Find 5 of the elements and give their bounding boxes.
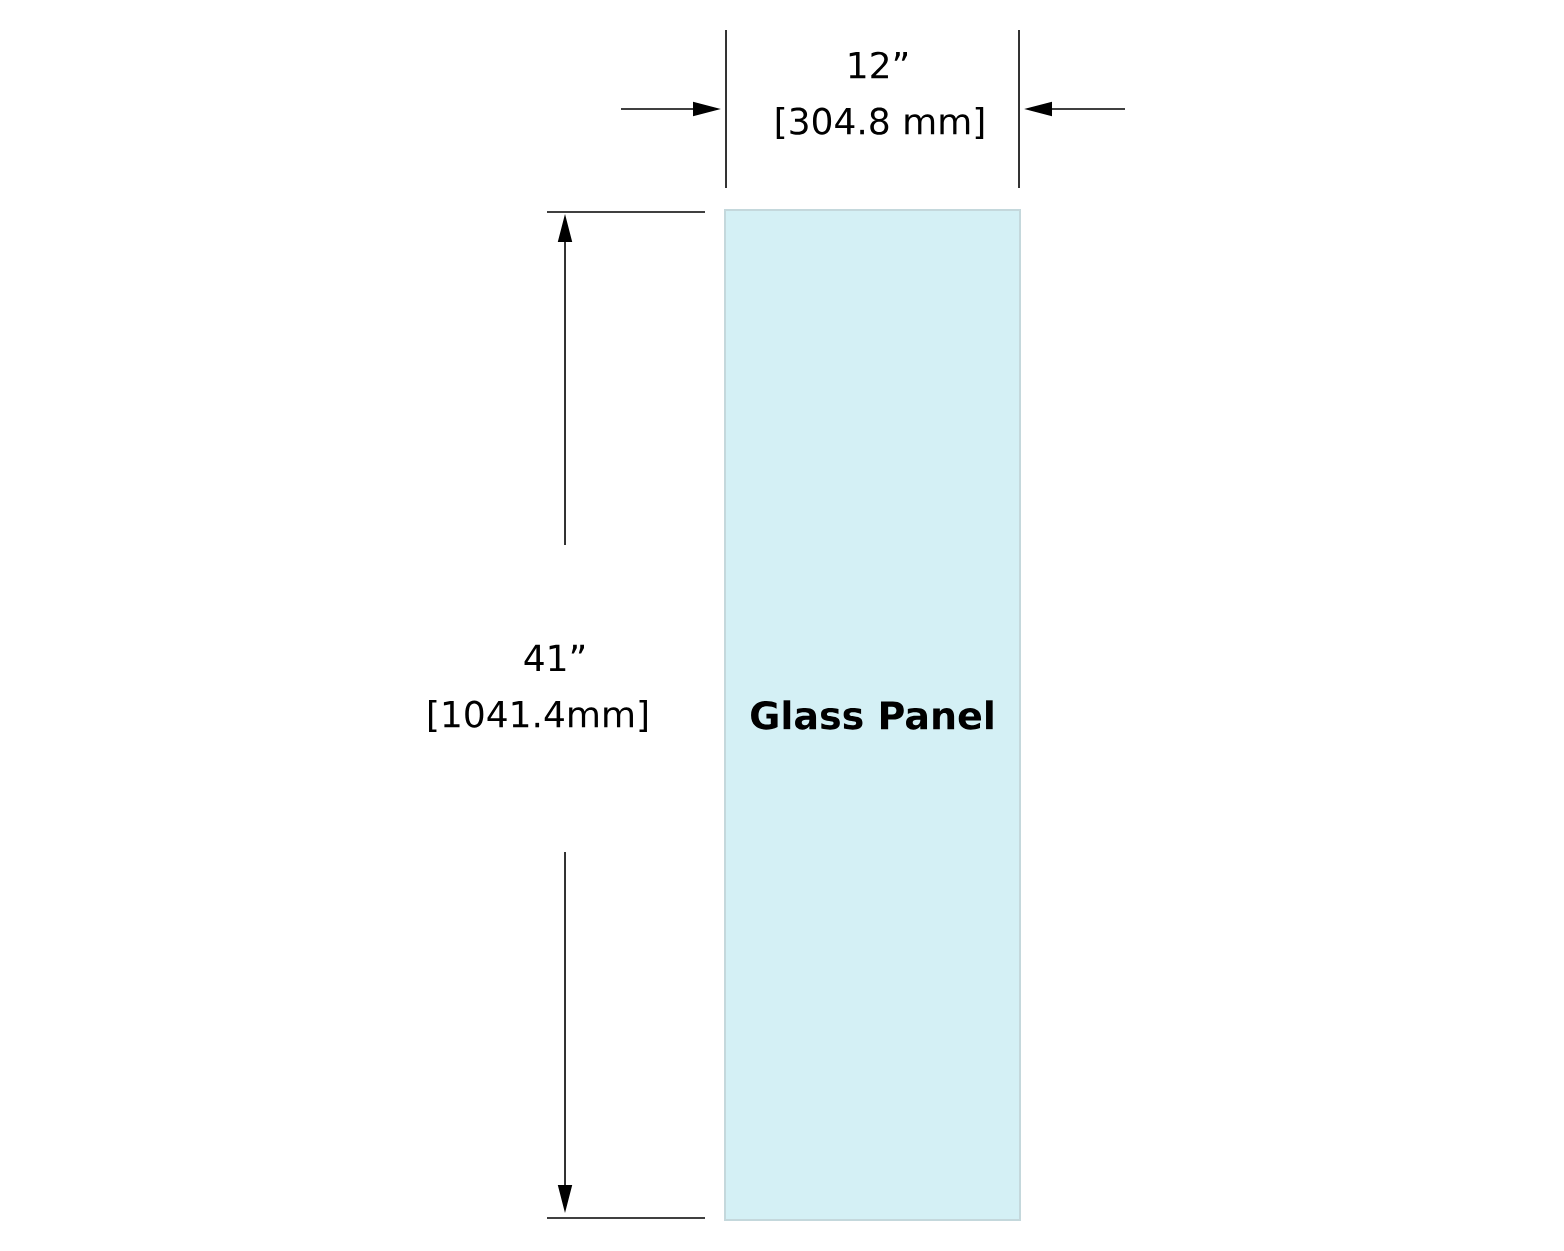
- glass-panel: Glass Panel: [724, 209, 1021, 1221]
- dimension-label: [1041.4mm]: [429, 699, 647, 733]
- dimension-label: [304.8 mm]: [776, 106, 984, 140]
- dimension-label: 12”: [849, 51, 907, 79]
- dimension-label: 41”: [524, 644, 584, 672]
